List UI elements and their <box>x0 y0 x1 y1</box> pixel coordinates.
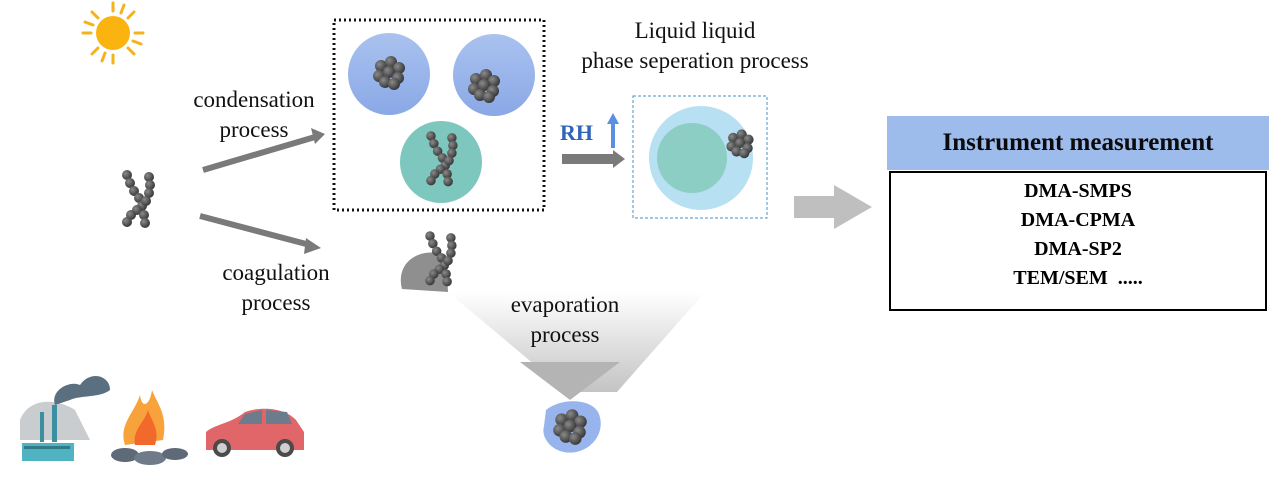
evaporation-arrowhead <box>520 362 620 400</box>
sun-icon <box>81 1 145 65</box>
llps-label: Liquid liquid phase seperation process <box>545 16 845 76</box>
evaporation-label-line1: evaporation <box>510 292 620 317</box>
rh-label: RH <box>560 120 593 145</box>
condensation-label: condensation process <box>174 85 334 145</box>
instrument-item: DMA-SMPS <box>1024 180 1132 202</box>
evaporation-label-line2: process <box>530 322 600 347</box>
fresh-soot-aggregate <box>122 170 155 228</box>
llps-inner-phase <box>657 123 727 193</box>
instrument-item: DMA-CPMA <box>1020 209 1136 231</box>
condensation-label-line1: condensation <box>193 87 315 112</box>
coagulation-arrow <box>199 213 321 254</box>
coagulation-label: coagulation process <box>196 258 356 318</box>
to-instrument-arrow <box>794 185 872 229</box>
coagulated-particle <box>400 252 448 292</box>
llps-label-line2: phase seperation process <box>581 48 809 73</box>
instrument-list: DMA-SMPS DMA-CPMA DMA-SP2 TEM/SEM ..... <box>889 171 1267 311</box>
condensation-label-line2: process <box>219 117 289 142</box>
car-icon <box>206 408 304 457</box>
evaporation-label: evaporation process <box>485 290 645 350</box>
fire-icon <box>111 390 188 465</box>
llps-label-line1: Liquid liquid <box>634 18 756 43</box>
llps-box <box>632 95 768 219</box>
condensation-arrow <box>202 128 325 173</box>
instrument-item: DMA-SP2 <box>1034 238 1122 260</box>
coagulation-label-line1: coagulation <box>222 260 330 285</box>
instrument-header: Instrument measurement <box>887 116 1269 170</box>
condensation-box <box>332 18 546 212</box>
factory-icon <box>20 375 110 461</box>
instrument-item: TEM/SEM ..... <box>1013 267 1143 289</box>
coagulation-label-line2: process <box>241 290 311 315</box>
evaporation-arrow <box>448 292 705 392</box>
